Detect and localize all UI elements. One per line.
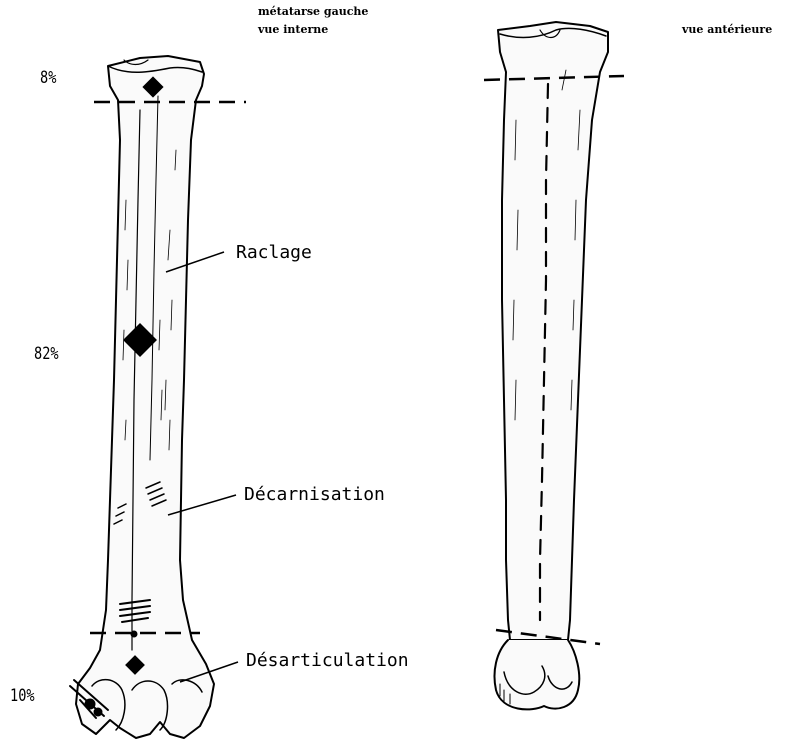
left-caption-line-2: vue interne [258,21,368,39]
label-desarticulation: Désarticulation [246,650,409,671]
left-condyle-dot-2 [94,708,102,716]
percent-top: 8% [40,68,56,88]
percent-bottom: 10% [10,686,35,706]
left-bone-outline [76,56,214,738]
right-bone-outline [498,22,608,640]
right-metatarsal [495,22,609,709]
left-metatarsal [70,56,214,738]
percent-middle: 82% [34,344,59,364]
left-condyle-dot [85,699,95,709]
label-decarnisation: Décarnisation [244,484,385,505]
left-caption: métatarse gauche vue interne [258,3,368,39]
right-caption: vue antérieure [682,21,772,39]
left-caption-line-1: métatarse gauche [258,3,368,21]
right-distal-end [495,640,580,709]
left-small-dot [131,631,137,637]
label-raclage: Raclage [236,242,312,263]
